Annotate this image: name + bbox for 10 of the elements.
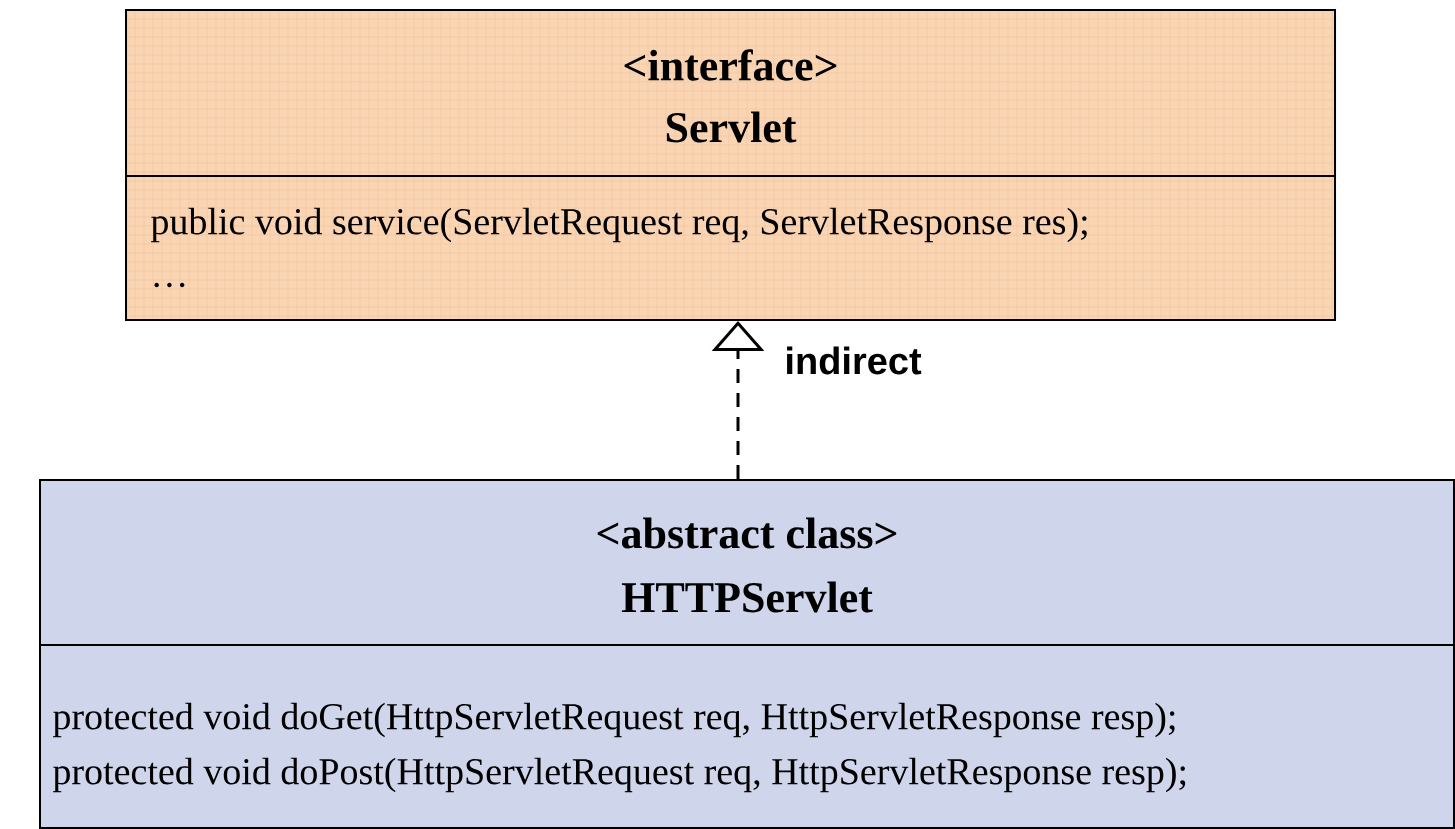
- method-signature: …: [154, 282, 185, 288]
- method-signature: protected void doPost(HttpServletRequest req, HttpServletResponse resp);: [53, 757, 1186, 793]
- edge-label: indirect: [787, 346, 922, 375]
- stereotype-label: <abstract class>: [597, 517, 897, 549]
- class-box: [39, 479, 1455, 829]
- method-signature: public void service(ServletRequest req, ServletResponse res);: [151, 207, 1087, 243]
- class-name: Servlet: [666, 111, 797, 143]
- method-signature: protected void doGet(HttpServletRequest req, HttpServletResponse resp);: [53, 702, 1175, 738]
- class-name: HTTPServlet: [621, 581, 873, 613]
- stereotype-label: <interface>: [624, 49, 837, 81]
